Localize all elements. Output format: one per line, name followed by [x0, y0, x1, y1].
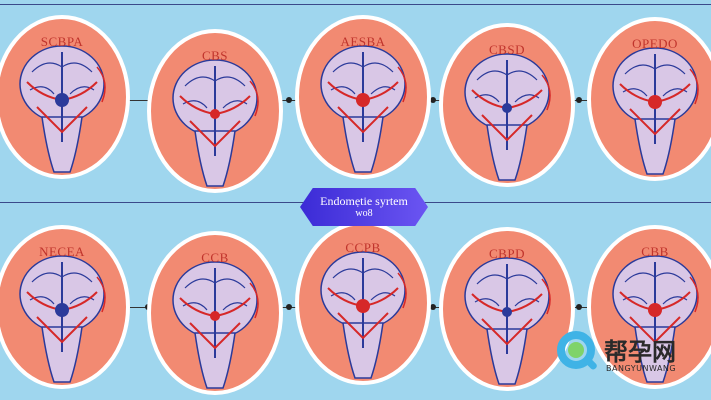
brain-illustration — [295, 221, 431, 385]
watermark-subtext: BANGYUNWANG — [606, 364, 677, 373]
endocrine-system-banner: Endomẹtie syrtem wo8 — [300, 188, 428, 226]
cell-label: CCB — [201, 250, 229, 265]
banner-subtitle: wo8 — [355, 208, 373, 219]
connector-dot — [286, 304, 292, 310]
watermark-text: 帮孕网 — [604, 338, 676, 366]
brain-illustration — [147, 29, 283, 193]
cell-label: CBPD — [489, 246, 525, 261]
brain-illustration — [0, 225, 130, 389]
brain-cell: CCB — [145, 228, 285, 398]
brain-cell: AESBA — [293, 12, 433, 182]
connector — [270, 100, 300, 101]
brain-illustration — [587, 17, 711, 181]
brain-cell: CBPD — [437, 224, 577, 394]
cell-label: OPEDO — [632, 36, 678, 51]
cell-label: CBS — [201, 48, 229, 63]
connector-dot — [430, 97, 436, 103]
brain-illustration — [587, 225, 711, 389]
cell-label: CCPB — [345, 240, 381, 255]
connector-dot — [576, 97, 582, 103]
brain-cell: CCPB — [293, 218, 433, 388]
brain-cell: CBSD — [437, 20, 577, 190]
banner-title: Endomẹtie syrtem — [320, 194, 408, 208]
brain-cell: NECEA — [0, 222, 132, 392]
connector — [128, 100, 158, 101]
brain-illustration — [0, 15, 130, 179]
brain-cell: CBS — [145, 26, 285, 196]
brain-cell: CBB — [585, 222, 711, 392]
brain-illustration — [147, 231, 283, 395]
top-divider — [0, 4, 711, 5]
brain-illustration — [295, 15, 431, 179]
brain-illustration — [439, 227, 575, 391]
connector — [128, 307, 158, 308]
cell-label: SCBPA — [40, 34, 84, 49]
cell-label: CBB — [641, 244, 669, 259]
connector-dot — [576, 304, 582, 310]
brain-cell: SCBPA — [0, 12, 132, 182]
brain-illustration — [439, 23, 575, 187]
connector — [270, 307, 300, 308]
cell-label: NECEA — [39, 244, 85, 259]
cell-label: AESBA — [340, 34, 386, 49]
connector-dot — [430, 304, 436, 310]
connector-dot — [286, 97, 292, 103]
cell-label: CBSD — [489, 42, 525, 57]
watermark-logo: 帮孕网 BANGYUNWANG — [556, 330, 706, 380]
magnifier-logo-icon — [557, 331, 597, 370]
brain-cell: OPEDO — [585, 14, 711, 184]
